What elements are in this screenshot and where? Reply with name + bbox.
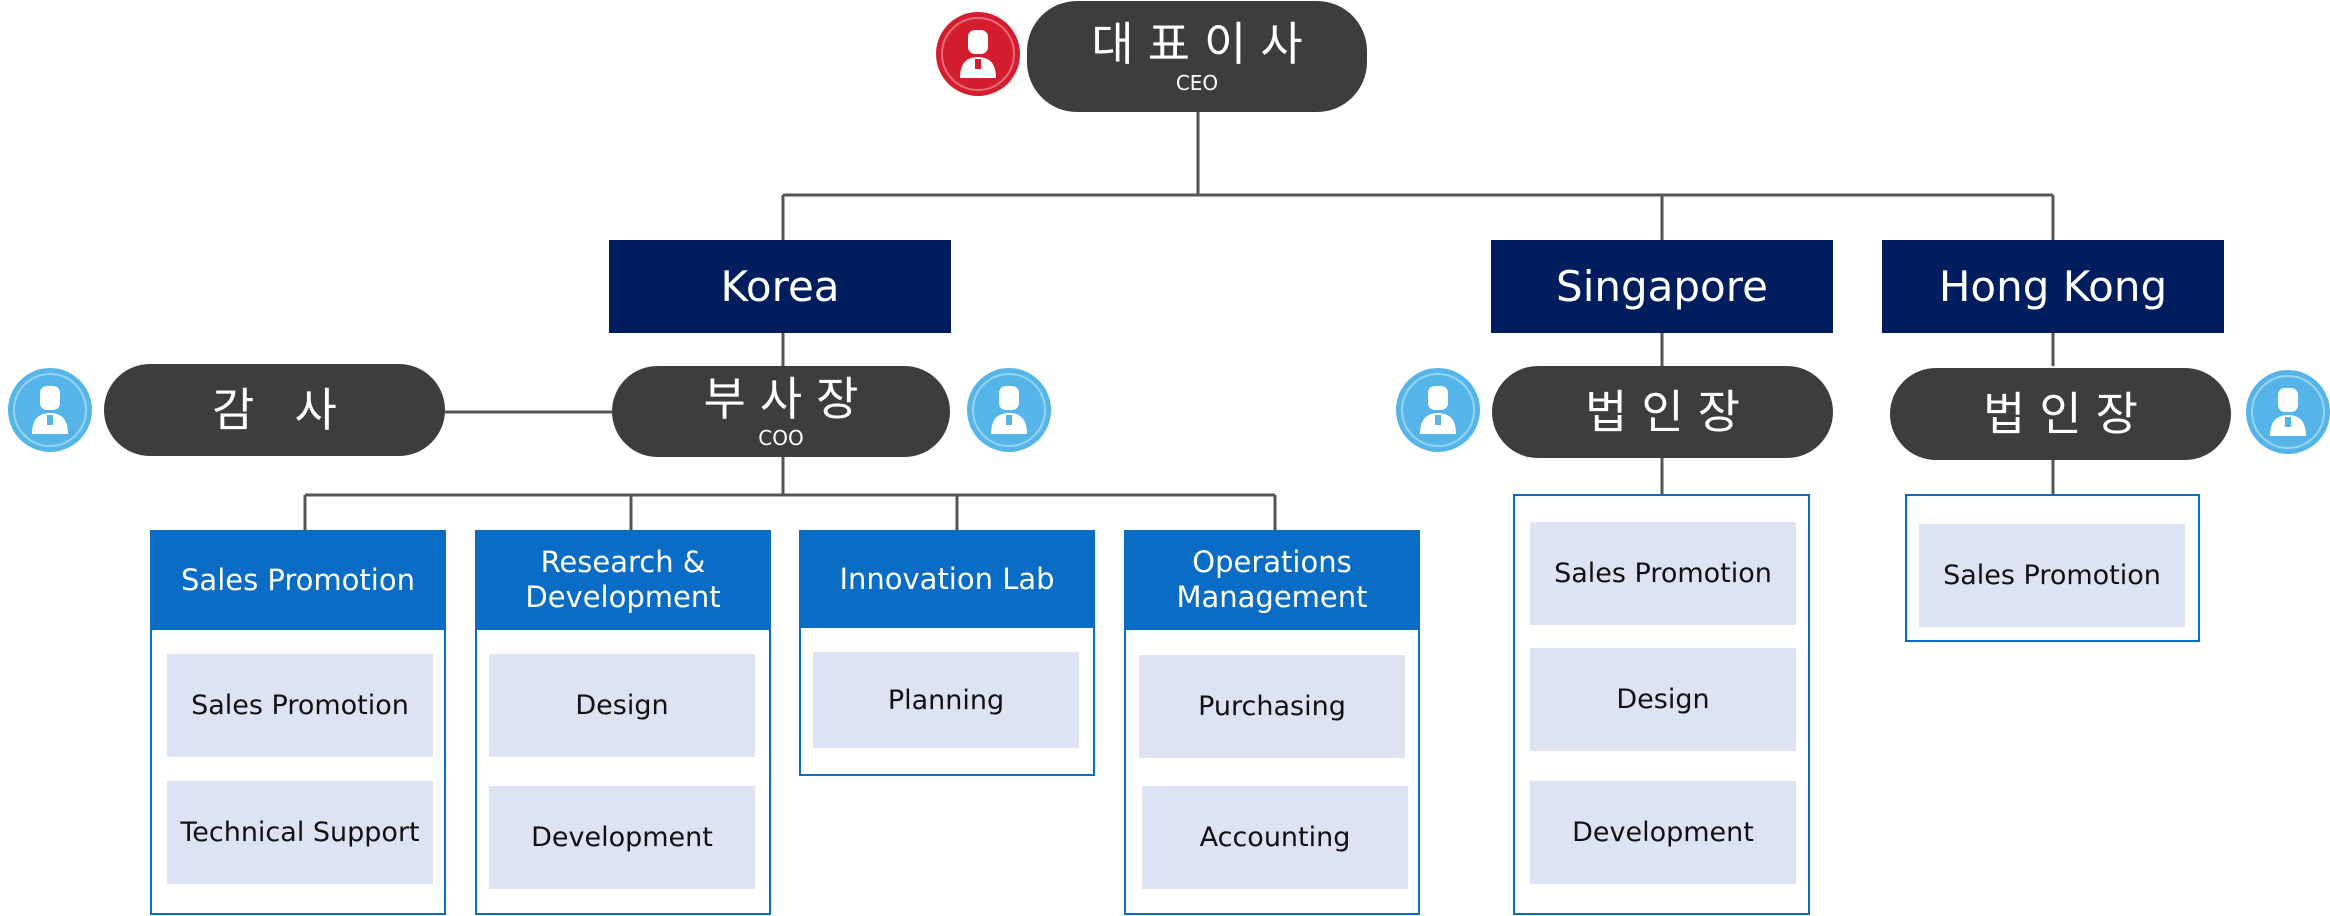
unit-item[interactable]: Sales Promotion [1530, 522, 1796, 625]
region-hongkong-label: Hong Kong [1938, 262, 2168, 311]
coo-subtitle: COO [758, 425, 804, 450]
dept-title: Sales Promotion [181, 562, 415, 597]
unit-item[interactable]: Design [1530, 648, 1796, 751]
ceo-title: 대표이사 [1091, 16, 1317, 71]
hongkong-head-node[interactable]: 법인장 [1890, 368, 2231, 460]
coo-title: 부사장 [703, 371, 873, 426]
hongkong-head-person-icon [2246, 370, 2330, 454]
unit-item[interactable]: Development [1530, 781, 1796, 884]
unit-label: Purchasing [1198, 691, 1346, 722]
region-korea-label: Korea [720, 262, 840, 311]
auditor-person-icon [8, 368, 92, 452]
dept-header: Sales Promotion [150, 530, 446, 630]
singapore-head-title: 법인장 [1585, 385, 1754, 439]
unit-item[interactable]: Development [489, 786, 755, 889]
unit-label: Sales Promotion [1554, 558, 1772, 589]
auditor-node[interactable]: 감사 [104, 364, 445, 456]
unit-label: Accounting [1199, 822, 1351, 853]
singapore-head-node[interactable]: 법인장 [1492, 366, 1833, 458]
unit-label: Sales Promotion [1943, 560, 2161, 591]
ceo-subtitle: CEO [1175, 70, 1219, 95]
ceo-node[interactable]: 대표이사 CEO [1027, 1, 1367, 112]
unit-label: Technical Support [180, 817, 420, 848]
unit-label: Development [1572, 817, 1754, 848]
region-hongkong[interactable]: Hong Kong [1882, 240, 2224, 333]
unit-label: Design [1616, 684, 1710, 715]
unit-item[interactable]: Accounting [1142, 786, 1408, 889]
unit-item[interactable]: Sales Promotion [1919, 524, 2185, 627]
region-singapore[interactable]: Singapore [1491, 240, 1833, 333]
unit-item[interactable]: Technical Support [167, 781, 433, 884]
unit-item[interactable]: Purchasing [1139, 655, 1405, 758]
unit-label: Development [531, 822, 713, 853]
dept-header: Research & Development [475, 530, 771, 630]
unit-item[interactable]: Design [489, 654, 755, 757]
unit-label: Sales Promotion [191, 690, 409, 721]
ceo-person-icon [936, 12, 1020, 96]
dept-header: Operations Management [1124, 530, 1420, 630]
unit-item[interactable]: Planning [813, 652, 1079, 748]
coo-person-icon [967, 368, 1051, 452]
region-singapore-label: Singapore [1556, 262, 1768, 311]
auditor-title: 감사 [212, 383, 377, 437]
unit-label: Design [575, 690, 669, 721]
dept-title: Research & Development [525, 545, 721, 614]
dept-header: Innovation Lab [799, 530, 1095, 628]
singapore-head-person-icon [1396, 368, 1480, 452]
dept-title: Operations Management [1176, 545, 1368, 614]
dept-title: Innovation Lab [839, 561, 1055, 596]
unit-label: Planning [887, 684, 1005, 716]
region-korea[interactable]: Korea [609, 240, 951, 333]
hongkong-head-title: 법인장 [1983, 387, 2152, 441]
unit-item[interactable]: Sales Promotion [167, 654, 433, 757]
coo-node[interactable]: 부사장 COO [612, 366, 950, 457]
